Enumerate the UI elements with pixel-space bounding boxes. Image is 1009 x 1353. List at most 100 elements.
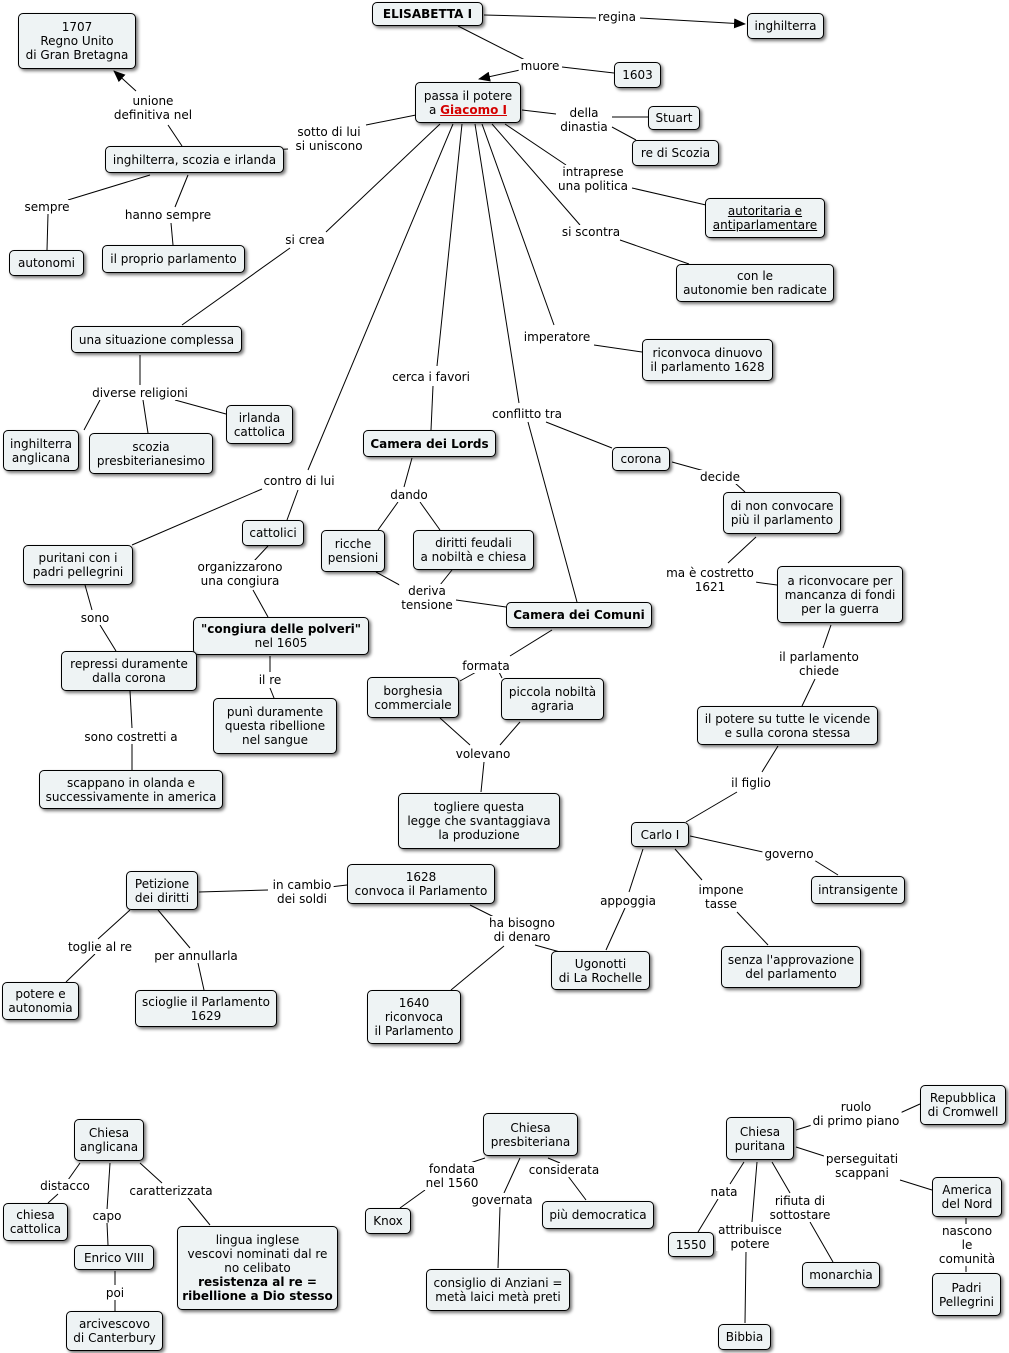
scioglie-node[interactable]: scioglie il Parlamento 1629 (135, 990, 277, 1027)
lingua-inglese-node[interactable]: lingua inglese vescovi nominati dal re n… (177, 1226, 338, 1310)
label-ruolo: ruolo di primo piano (810, 1100, 902, 1128)
connector (899, 1179, 933, 1191)
connector (474, 123, 520, 404)
label-regina: regina (596, 10, 638, 24)
repubblica-node[interactable]: Repubblica di Cromwell (920, 1085, 1006, 1125)
borghesia-node[interactable]: borghesia commerciale (367, 677, 459, 718)
chiesa-presbiteriana-node[interactable]: Chiesa presbiteriana (483, 1113, 578, 1156)
connector (253, 545, 269, 562)
connector (491, 123, 581, 226)
riconvocare-node[interactable]: a riconvocare per mancanza di fondi per … (777, 566, 903, 623)
connector (430, 385, 434, 431)
regno-unito-node[interactable]: 1707 Regno Unito di Gran Bretagna (18, 13, 136, 69)
re-scozia-node[interactable]: re di Scozia (632, 140, 719, 166)
year-1550-node[interactable]: 1550 (668, 1232, 714, 1257)
connector (503, 1157, 521, 1194)
label-considerata: considerata (526, 1163, 602, 1177)
label-contro-di-lui: contro di lui (261, 474, 337, 488)
isi-node[interactable]: inghilterra, scozia e irlanda (105, 146, 284, 173)
ricche-pensioni-node[interactable]: ricche pensioni (321, 530, 385, 572)
america-node[interactable]: America del Nord (932, 1177, 1002, 1217)
padri-pellegrini-node[interactable]: Padri Pellegrini (932, 1273, 1001, 1316)
potere-autonomia-node[interactable]: potere e autonomia (2, 982, 79, 1020)
label-sotto-di-lui: sotto di lui si uniscono (293, 125, 365, 153)
togliere-node[interactable]: togliere questa legge che svantaggiava l… (398, 793, 560, 849)
chiesa-cattolica-node[interactable]: chiesa cattolica (3, 1203, 68, 1241)
riconvoca-1628-node[interactable]: riconvoca dinuovo il parlamento 1628 (642, 339, 773, 381)
autonomie-node[interactable]: con le autonomie ben radicate (676, 264, 834, 302)
scozia-presbiterianesimo-node[interactable]: scozia presbiterianesimo (89, 433, 213, 474)
connector (611, 126, 637, 141)
year-1603-node[interactable]: 1603 (614, 62, 661, 88)
repressi-node[interactable]: repressi duramente dalla corona (61, 651, 197, 691)
proprio-parlamento-node[interactable]: il proprio parlamento (102, 245, 245, 273)
comuni-node[interactable]: Camera dei Comuni (506, 602, 652, 628)
inghilterra-anglicana-node[interactable]: inghilterra anglicana (3, 430, 79, 471)
connector (439, 717, 471, 746)
enrico-viii-node[interactable]: Enrico VIII (74, 1245, 154, 1270)
giacomo-node[interactable]: passa il potere a Giacomo I (415, 82, 521, 123)
bibbia-node[interactable]: Bibbia (718, 1324, 771, 1350)
arcivescovo-node[interactable]: arcivescovo di Canterbury (66, 1311, 163, 1351)
piu-democratica-node[interactable]: più democratica (542, 1201, 654, 1229)
connector (605, 907, 626, 951)
label-toglie-al-re: toglie al re (65, 940, 135, 954)
chiesa-anglicana-node[interactable]: Chiesa anglicana (74, 1119, 144, 1161)
senza-approvazione-node[interactable]: senza l'approvazione del parlamento (721, 946, 861, 988)
lords-node[interactable]: Camera dei Lords (363, 430, 496, 457)
convoca-1628-node[interactable]: 1628 convoca il Parlamento (347, 864, 495, 904)
label-capo: capo (90, 1209, 124, 1223)
label-governata: governata (469, 1193, 535, 1207)
congiura-year: nel 1605 (254, 636, 308, 650)
connector (307, 123, 454, 471)
connector (142, 399, 149, 434)
elisabetta-node[interactable]: ELISABETTA I (372, 2, 483, 26)
puritani-node[interactable]: puritani con i padri pellegrini (23, 545, 133, 585)
giacomo-link[interactable]: Giacomo I (440, 102, 507, 117)
scappano-node[interactable]: scappano in olanda e successivamente in … (39, 770, 223, 809)
lingua-bold-text: resistenza al re = ribellione a Dio stes… (182, 1275, 333, 1303)
chiesa-puritana-node[interactable]: Chiesa puritana (726, 1117, 794, 1160)
corona-node[interactable]: corona (612, 447, 670, 471)
ugonotti-node[interactable]: Ugonotti di La Rochelle (551, 951, 650, 990)
connector (639, 17, 746, 29)
riconvoca-1640-node[interactable]: 1640 riconvoca il Parlamento (367, 990, 461, 1044)
intransigente-node[interactable]: intransigente (811, 876, 905, 904)
connector (198, 889, 269, 893)
piccola-nobilta-node[interactable]: piccola nobiltà agraria (501, 678, 604, 720)
irlanda-node[interactable]: irlanda cattolica (226, 405, 293, 444)
carlo-node[interactable]: Carlo I (631, 822, 689, 847)
connector (157, 909, 191, 949)
connector (754, 581, 778, 586)
non-convocare-node[interactable]: di non convocare più il parlamento (723, 492, 841, 534)
label-intraprese: intraprese una politica (556, 165, 630, 193)
consiglio-anziani-node[interactable]: consiglio di Anziani = metà laici metà p… (426, 1269, 570, 1311)
autoritaria-node[interactable]: autoritaria e antiparlamentare (705, 198, 825, 238)
situazione-node[interactable]: una situazione complessa (71, 326, 242, 353)
autonomi-node[interactable]: autonomi (9, 250, 84, 276)
connector (509, 629, 553, 657)
puni-node[interactable]: punì duramente questa ribellione nel san… (213, 698, 337, 754)
cattolici-node[interactable]: cattolici (242, 520, 304, 546)
label-per-annullarla: per annullarla (152, 949, 240, 963)
congiura-node-text: "congiura delle polveri"nel 1605 (201, 622, 361, 650)
inghilterra-node[interactable]: inghilterra (747, 13, 824, 39)
connector (187, 1197, 211, 1226)
label-in-cambio: in cambio dei soldi (270, 878, 334, 906)
connector (131, 488, 263, 546)
diritti-feudali-node[interactable]: diritti feudali a nobiltà e chiesa (413, 530, 534, 570)
label-il-re: il re (256, 673, 284, 687)
potere-vicende-node[interactable]: il potere su tutte le vicende e sulla co… (697, 706, 878, 745)
connector (736, 911, 769, 946)
petizione-node[interactable]: Petizione dei diritti (126, 871, 198, 910)
connector (795, 1124, 813, 1131)
knox-node[interactable]: Knox (365, 1208, 411, 1234)
label-sono-costretti: sono costretti a (82, 730, 180, 744)
label-deriva-tensione: deriva tensione (399, 584, 455, 612)
label-sempre: sempre (22, 200, 72, 214)
monarchia-node[interactable]: monarchia (802, 1262, 880, 1288)
connector (478, 69, 521, 82)
congiura-node[interactable]: "congiura delle polveri"nel 1605 (193, 617, 369, 655)
stuart-node[interactable]: Stuart (648, 106, 700, 130)
